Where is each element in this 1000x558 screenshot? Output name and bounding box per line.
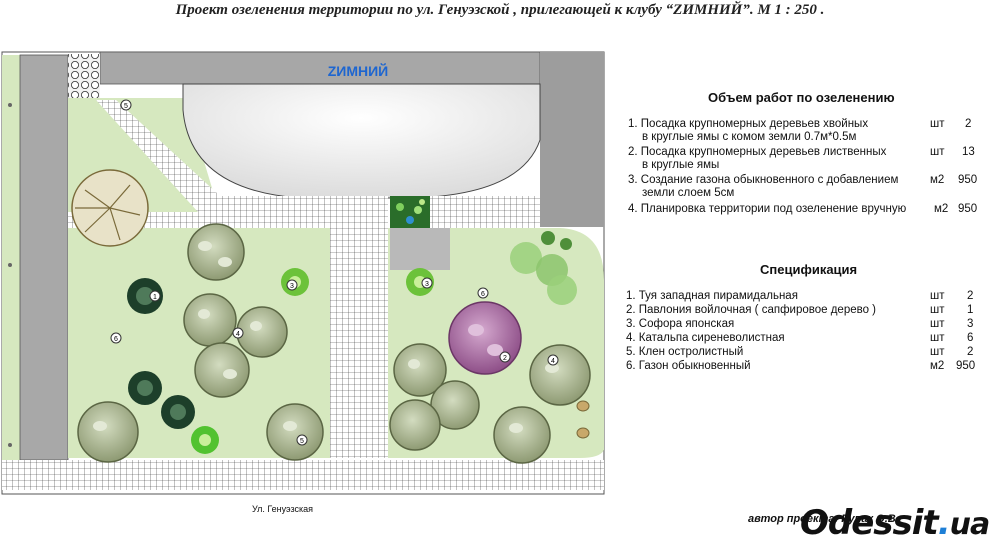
plan-marker: 3 [421,277,433,289]
works-table: 1. Посадка крупномерных деревьев хвойных… [628,118,978,215]
building-side [540,52,604,227]
street-label: Ул. Генуэзская [252,504,314,514]
plan-marker: 6 [477,287,489,299]
svg-text:6: 6 [114,336,118,343]
tree-catalpa [266,403,324,461]
svg-text:2: 2 [503,355,507,362]
tree-catalpa [194,342,250,398]
site-logo[interactable]: Odessit.ua [800,503,990,543]
author-credit: автор проекта: Рупак О.В. [748,513,899,525]
conifer-thuja [128,371,162,405]
site-plan: ZИМНИЙ 6 [1,51,605,495]
plan-marker: 1 [149,290,161,302]
dome-roof [182,83,541,199]
tree-catalpa [183,293,237,347]
road [19,54,69,461]
building-label: ZИМНИЙ [328,62,389,79]
tree-catalpa [77,401,139,463]
plan-marker: 4 [232,327,244,339]
tree-paulownia [448,301,522,375]
path-vertical [330,196,388,458]
tree-catalpa [389,399,441,451]
spec-heading: Спецификация [760,262,858,277]
plan-marker: 6 [110,332,122,344]
plan-marker: 4 [547,354,559,366]
tree-catalpa [187,223,245,281]
plan-marker: 2 [499,351,511,363]
svg-text:5: 5 [124,103,128,110]
stone-paving [68,54,100,98]
conifer-thuja [127,278,163,314]
plan-marker: 5 [120,99,132,111]
building [99,51,541,85]
shrub-group [510,231,577,305]
plan-marker: 3 [286,279,298,291]
path-right-upper [430,196,540,228]
plan-marker: 5 [296,434,308,446]
tree-catalpa [393,343,447,397]
lawn-strip-left [2,55,20,460]
svg-text:5: 5 [300,438,304,445]
svg-text:3: 3 [425,281,429,288]
svg-text:1: 1 [153,294,157,301]
svg-text:4: 4 [551,358,555,365]
svg-text:6: 6 [481,291,485,298]
works-heading: Объем работ по озеленению [708,90,895,105]
svg-text:3: 3 [290,283,294,290]
svg-text:4: 4 [236,331,240,338]
tree-sophora [191,426,219,454]
drawing-title: Проект озеленения территории по ул. Гену… [175,2,825,18]
tree-maple [71,169,149,247]
sidewalk [2,460,604,490]
tree-catalpa [236,306,288,358]
step-area [390,228,450,270]
conifer-thuja [161,395,195,429]
diagonal-path [96,100,220,212]
tree-catalpa [529,344,591,406]
tree-catalpa [493,406,551,464]
